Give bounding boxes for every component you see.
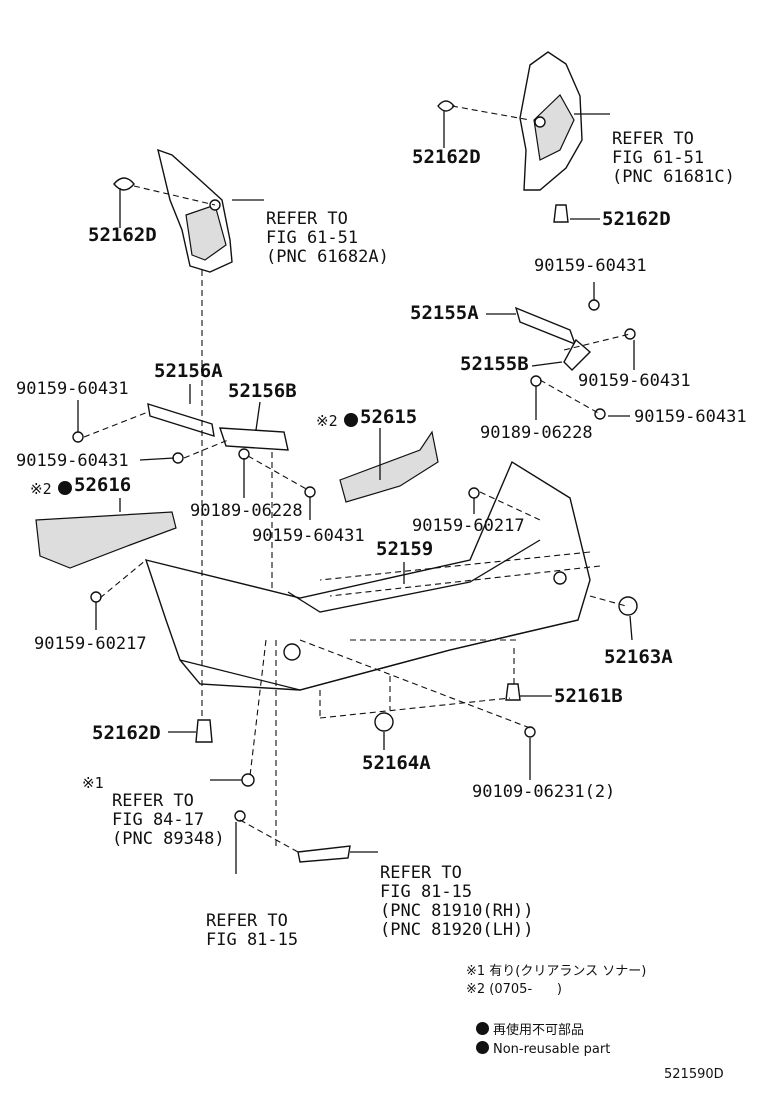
legend-dot-icon bbox=[476, 1022, 489, 1035]
bumper-cover-52159 bbox=[144, 460, 591, 691]
part-52615: 52615 bbox=[360, 406, 418, 428]
clip-52162d-bracket bbox=[553, 204, 569, 223]
retainer-52156b bbox=[219, 427, 289, 451]
leader-lines bbox=[77, 110, 635, 874]
part-52155a: 52155A bbox=[410, 302, 479, 324]
legend-en: Non-reusable part bbox=[476, 1041, 610, 1057]
part-90159-60431-f: 90159-60431 bbox=[252, 526, 365, 546]
legend-dot-icon bbox=[476, 1041, 489, 1054]
cap-52163a bbox=[618, 596, 638, 616]
retainer-52155a bbox=[514, 306, 577, 346]
part-52163a: 52163A bbox=[604, 646, 673, 668]
part-52616: 52616 bbox=[74, 474, 132, 496]
dashed-lines bbox=[83, 105, 631, 853]
cap-52164a bbox=[374, 712, 394, 732]
reflector bbox=[297, 845, 351, 863]
part-52162d-a: 52162D bbox=[412, 146, 481, 168]
part-90159-60431-e: 90159-60431 bbox=[16, 451, 129, 471]
part-90189-06228-a: 90189-06228 bbox=[480, 423, 593, 443]
part-52162d-c: 52162D bbox=[602, 208, 671, 230]
part-90159-60217-b: 90159-60217 bbox=[34, 634, 147, 654]
mark2-b: ※2 bbox=[30, 480, 52, 498]
part-90159-60431-a: 90159-60431 bbox=[534, 256, 647, 276]
legend-en-text: Non-reusable part bbox=[493, 1042, 611, 1057]
mark1: ※1 bbox=[82, 774, 104, 792]
absorber-52616 bbox=[35, 511, 177, 569]
part-90159-60217-a: 90159-60217 bbox=[412, 516, 525, 536]
mudguard-bracket-left bbox=[157, 148, 233, 273]
note-1: ※1 有り(クリアランス ソナー) bbox=[466, 964, 647, 979]
nonreusable-dot-52616 bbox=[58, 481, 72, 495]
mark2-a: ※2 bbox=[316, 412, 338, 430]
clip-52162d-bottom bbox=[195, 719, 213, 743]
clip-52162d-top-right bbox=[437, 100, 455, 112]
absorber-52615 bbox=[339, 430, 439, 503]
part-90189-06228-b: 90189-06228 bbox=[190, 501, 303, 521]
part-90159-60431-b: 90159-60431 bbox=[578, 371, 691, 391]
part-52164a: 52164A bbox=[362, 752, 431, 774]
part-90159-60431-c: 90159-60431 bbox=[634, 407, 747, 427]
part-52162d-b: 52162D bbox=[88, 224, 157, 246]
legend-jp-text: 再使用不可部品 bbox=[493, 1023, 585, 1038]
nonreusable-dot-52615 bbox=[344, 413, 358, 427]
part-52156b: 52156B bbox=[228, 380, 297, 402]
note-2: ※2 (0705- ) bbox=[466, 982, 563, 997]
part-52156a: 52156A bbox=[154, 360, 223, 382]
part-52161b: 52161B bbox=[554, 685, 623, 707]
part-52162d-d: 52162D bbox=[92, 722, 161, 744]
mudguard-bracket-right bbox=[519, 51, 583, 191]
retainer-52156a bbox=[147, 402, 215, 438]
part-52155b: 52155B bbox=[460, 353, 529, 375]
figure-id: 521590D bbox=[664, 1067, 724, 1082]
clip-52161b bbox=[505, 683, 521, 701]
part-52159: 52159 bbox=[376, 538, 434, 560]
retainer-52155b bbox=[563, 338, 592, 371]
part-90159-60431-d: 90159-60431 bbox=[16, 379, 129, 399]
clip-52162d-top-left bbox=[113, 177, 135, 191]
legend-jp: 再使用不可部品 bbox=[476, 1019, 584, 1038]
part-90109-06231: 90109-06231(2) bbox=[472, 782, 616, 802]
